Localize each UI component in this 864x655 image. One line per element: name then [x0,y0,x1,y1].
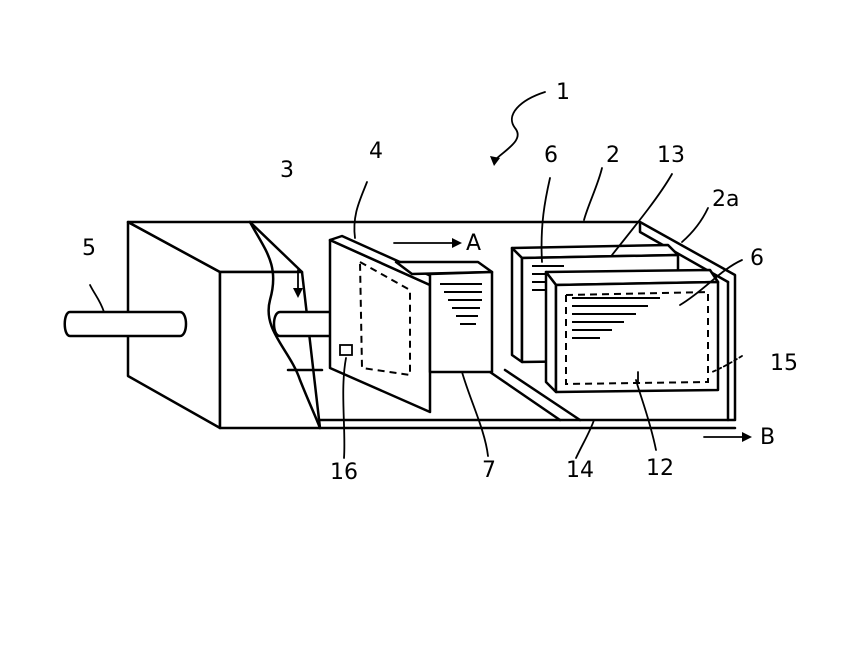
plate-dashed [358,260,411,377]
front-card [544,268,720,394]
label-bottom-right: 12 [646,456,674,481]
label-plate: 4 [369,139,383,164]
label-dir-a: A [466,231,481,256]
arrow-a-head [452,238,462,248]
casing-outline [248,220,737,422]
card-dashed [565,290,709,386]
housing [126,220,737,430]
floor-diagonal-2 [488,370,562,422]
label-rod: 5 [82,236,96,261]
block-front [428,270,494,374]
floor-diagonal-1 [503,368,582,422]
label-casing: 2 [606,143,620,168]
break-line [248,220,322,430]
leader-4 [353,181,368,239]
leader-2 [583,167,603,221]
arrow-3-head [293,288,303,298]
label-dir-b: B [760,425,775,450]
card-side [544,270,558,394]
leader-12 [635,379,657,451]
label-device: 1 [556,80,570,105]
label-floor: 14 [566,458,594,483]
leader-6-left [540,177,551,263]
label-right-mark: 15 [770,351,798,376]
arrows [293,91,752,442]
label-card-left: 6 [544,143,558,168]
label-plate-mark: 16 [330,460,358,485]
leader-7 [461,371,489,457]
block [394,260,494,374]
casing-inner-top [638,220,730,284]
leader-14 [575,419,595,459]
leader-lines [89,167,743,459]
reference-labels: 1 2 2a 3 4 5 6 6 7 12 13 14 15 16 A B [82,80,798,485]
rod-outer [63,310,188,338]
arrow-b-head [742,432,752,442]
leader-1-head [490,156,500,166]
stack-side [510,246,524,364]
label-stack: 13 [657,143,685,168]
leader-16 [342,357,347,459]
label-card-right: 6 [750,246,764,271]
label-casing-inner: 2a [712,187,739,212]
label-arrow: 3 [280,158,294,183]
card-front [554,280,720,394]
leader-5 [89,284,105,313]
label-block: 7 [482,458,496,483]
plate-mark-box [339,344,353,356]
leader-15 [711,355,743,373]
leader-13 [611,173,673,256]
leader-2a [681,207,709,243]
leader-1-squiggle [494,91,546,161]
leader-6-right [679,259,743,306]
